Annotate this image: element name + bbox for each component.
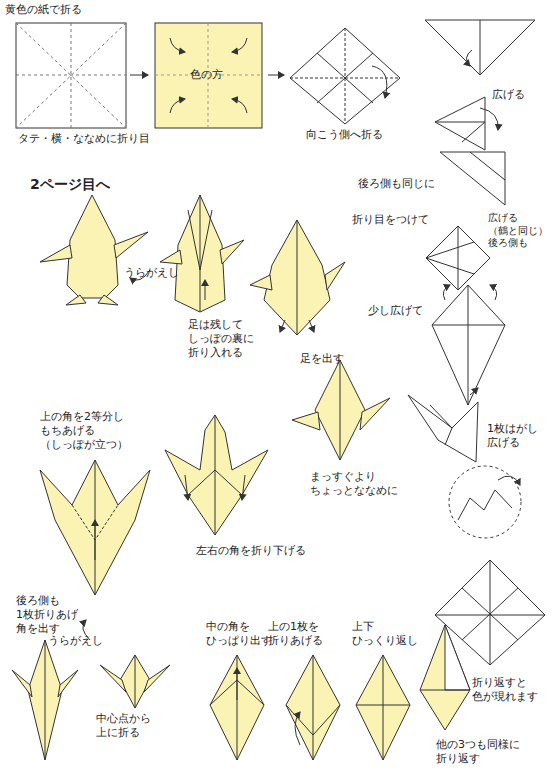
instruction-text: うらがえし: [48, 634, 103, 648]
instruction-text: 1枚はがし 広げる: [487, 422, 538, 450]
instruction-text: 左右の角を折り下げる: [196, 544, 306, 558]
instruction-text: 少し広げて: [368, 304, 423, 318]
instruction-text: 広げる: [492, 88, 525, 102]
instruction-text: 上の1枚を 折りあげる: [268, 620, 323, 648]
instruction-text: まっすぐより ちょっとななめに: [310, 470, 398, 498]
instruction-text: うらがえし: [124, 266, 179, 280]
instruction-text: 上下 ひっくり返し: [352, 620, 418, 648]
instruction-text: 黄色の紙で折る: [5, 3, 82, 17]
instruction-text: 他の3つも同様に 折り返す: [436, 738, 520, 766]
instruction-text: 上の角を2等分し もちあげる （しっぽが立つ）: [40, 410, 128, 451]
instruction-text: 広げる （鶴と同じ） 後ろ側も: [488, 212, 548, 250]
instruction-text: 足は残して しっぽの裏に 折り入れる: [188, 318, 254, 359]
instruction-text: 足を出す: [300, 352, 344, 366]
instruction-text: 後ろ側も 1枚折りあげ 角を出す: [16, 594, 78, 635]
instruction-text: 中の角を ひっぱり出す: [206, 620, 272, 648]
instruction-text: 2ページ目へ: [30, 176, 110, 194]
instruction-text: 後ろ側も同じに: [358, 177, 435, 191]
instruction-text: 向こう側へ折る: [306, 128, 383, 142]
instruction-text: 折り返すと 色が現れます: [472, 676, 538, 704]
instruction-text: タテ・横・ななめに折り目: [18, 132, 150, 146]
instruction-text: 色の方: [190, 68, 223, 82]
instruction-text: 中心点から 上に折る: [96, 712, 151, 740]
instruction-text: 折り目をつけて: [352, 213, 429, 227]
